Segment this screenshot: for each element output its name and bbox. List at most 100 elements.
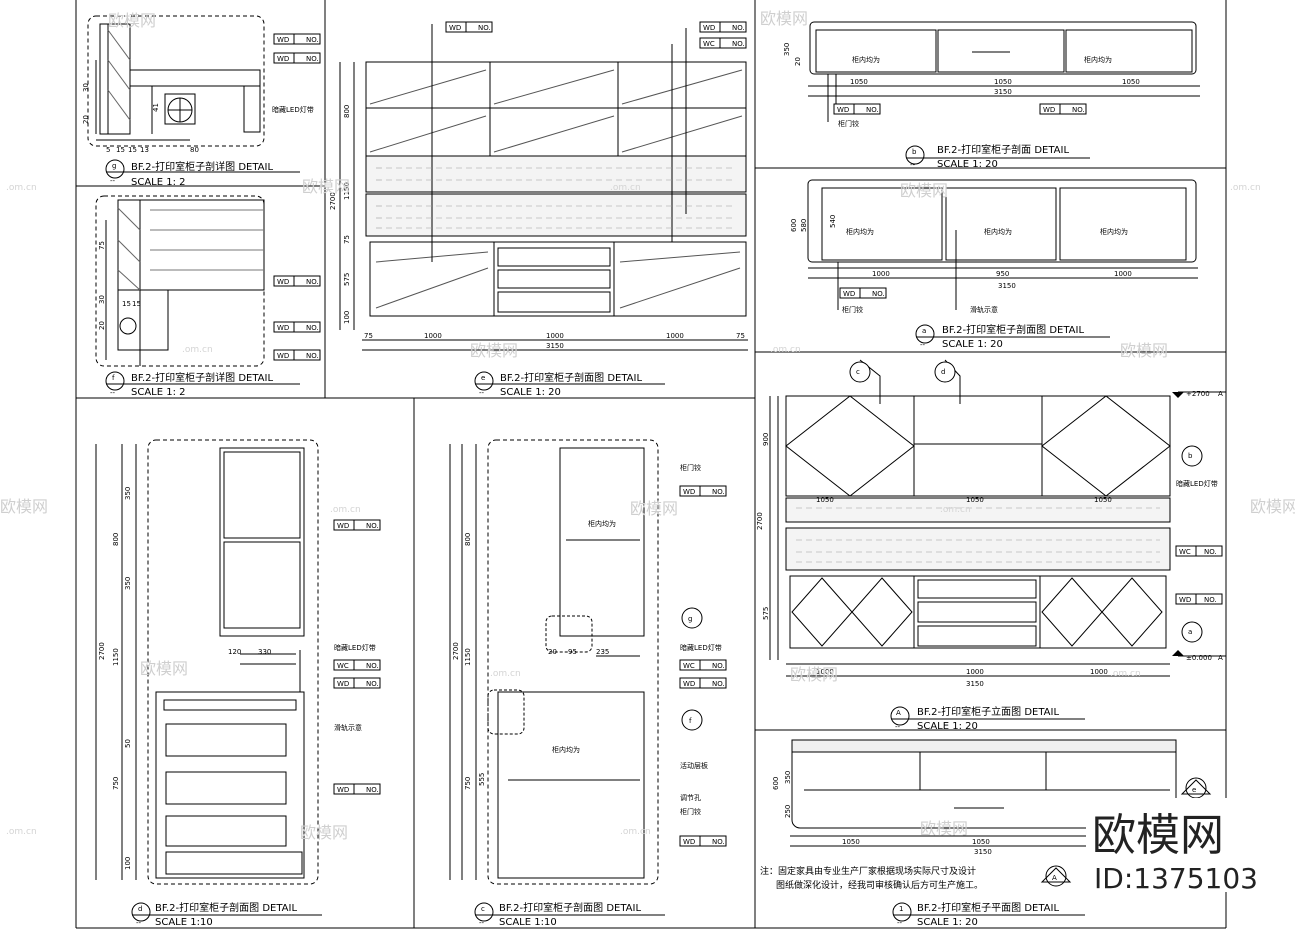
- wm-1: 欧模网: [108, 11, 156, 30]
- c-marker-f: f: [689, 717, 692, 725]
- tag-d3-code: WD: [337, 680, 349, 688]
- tag-c4: [679, 835, 727, 847]
- tag-d4-code: WD: [337, 786, 349, 794]
- panel-A-drawing: [769, 359, 1226, 677]
- d-dim-2700: 2700: [98, 642, 106, 660]
- g-dim-20: 20: [82, 115, 90, 124]
- tag-e1-code: WD: [449, 24, 461, 32]
- model-id: ID:1375103: [1094, 862, 1258, 895]
- tag-d1-code: WD: [337, 522, 349, 530]
- A-dim-3150: 3150: [966, 680, 984, 688]
- g-dim-80: 80: [190, 146, 199, 154]
- tag-c2: [679, 659, 727, 671]
- wm-12: 欧模网: [300, 823, 348, 842]
- d-dim-750: 750: [112, 777, 120, 790]
- tag-d2-code: WC: [337, 662, 349, 670]
- c-scale: SCALE 1:10: [499, 917, 557, 928]
- b-dim-350: 350: [783, 43, 791, 56]
- wm-13: 欧模网: [920, 819, 968, 838]
- tag-A2: [1175, 593, 1223, 605]
- tag-A1-no: NO.: [1204, 548, 1217, 556]
- tag-e2: [699, 21, 747, 33]
- f-dim-15: 15: [122, 300, 131, 308]
- wm-site-4: .om.cn: [182, 345, 213, 355]
- panel-b-drawing: [808, 21, 1200, 122]
- tag-b1-no: NO.: [866, 106, 879, 114]
- tag-c4-no: NO.: [712, 838, 725, 846]
- A-elev-top: +2700: [1186, 390, 1210, 398]
- tag-c3-code: WD: [683, 680, 695, 688]
- e-dim-100: 100: [343, 311, 351, 324]
- wm-7: 欧模网: [0, 497, 48, 516]
- tag-b1-code: WD: [837, 106, 849, 114]
- A-marker-c: c: [856, 368, 860, 376]
- e-dim-75-left: 75: [364, 332, 373, 340]
- a-dim-540: 540: [829, 215, 837, 228]
- tag-g1-no: NO.: [306, 36, 319, 44]
- tag-f2-code: WD: [277, 324, 289, 332]
- g-dash: --: [110, 177, 116, 185]
- g-dim-41: 41: [152, 103, 160, 112]
- wm-4: 欧模网: [900, 181, 948, 200]
- material-tags: [273, 21, 1223, 847]
- tag-f1-code: WD: [277, 278, 289, 286]
- A-marker-d: d: [941, 368, 945, 376]
- wm-site-10: .om.cn: [6, 827, 37, 837]
- a-door-note-1: 柜内均为: [846, 227, 874, 236]
- tag-d3-no: NO.: [366, 680, 379, 688]
- p1-tag: 1: [899, 905, 903, 913]
- e-dim-3150: 3150: [546, 342, 564, 350]
- e-dash: --: [479, 389, 485, 397]
- tag-b2-no: NO.: [1072, 106, 1085, 114]
- e-dim-75: 75: [343, 235, 351, 244]
- d-dim-50a: 50: [124, 739, 132, 748]
- A-dim-2700: 2700: [756, 512, 764, 530]
- wm-8: 欧模网: [630, 499, 678, 518]
- c-tag: c: [481, 905, 485, 913]
- a-dim-3150: 3150: [998, 282, 1016, 290]
- e-dim-1000-c: 1000: [666, 332, 684, 340]
- b-title: BF.2-打印室柜子剖面 DETAIL: [937, 143, 1069, 156]
- e-dim-1000-a: 1000: [424, 332, 442, 340]
- tag-c1-code: WD: [683, 488, 695, 496]
- panel-f-drawing: [95, 195, 265, 367]
- e-scale: SCALE 1: 20: [500, 387, 561, 398]
- c-hinge-label: 柜门铰: [680, 463, 701, 472]
- wm-3: 欧模网: [302, 177, 350, 196]
- title-underlines: [106, 157, 1110, 916]
- f-dim-75: 75: [98, 241, 106, 250]
- A-scale: SCALE 1: 20: [917, 721, 978, 732]
- b-tag: b: [912, 148, 917, 156]
- p1-marker-e: e: [1192, 786, 1196, 794]
- e-dim-1000-b: 1000: [546, 332, 564, 340]
- tag-c1: [679, 485, 727, 497]
- f-dim-20: 20: [98, 321, 106, 330]
- d-led-label: 暗藏LED灯带: [334, 643, 376, 652]
- b-dim-1050b: 1050: [994, 78, 1012, 86]
- a-dim-580: 580: [800, 219, 808, 232]
- d-title: BF.2-打印室柜子剖面图 DETAIL: [155, 901, 297, 914]
- a-dim-1000b: 1000: [1114, 270, 1132, 278]
- b-dim-3150: 3150: [994, 88, 1012, 96]
- a-title: BF.2-打印室柜子剖面图 DETAIL: [942, 323, 1084, 336]
- A-elev-top-suffix: A: [1218, 390, 1223, 398]
- tag-a1-no: NO.: [872, 290, 885, 298]
- tag-d1: [333, 519, 381, 531]
- panel-a-drawing: [807, 179, 1198, 310]
- f-dash: --: [110, 389, 116, 397]
- p1-scale: SCALE 1: 20: [917, 917, 978, 928]
- panel-A-hatch: [796, 507, 1160, 563]
- tag-A2-code: WD: [1179, 596, 1191, 604]
- tag-c3: [679, 677, 727, 689]
- tag-e3-no: NO.: [732, 40, 745, 48]
- A-title: BF.2-打印室柜子立面图 DETAIL: [917, 705, 1059, 718]
- c-dim-95: 95: [568, 648, 577, 656]
- material-tag-texts: WD NO. WD NO. WD NO. WD NO. WD NO. WD NO. WD NO…: [277, 24, 1217, 846]
- wm-site-2: .om.cn: [610, 183, 641, 193]
- tag-e3-code: WC: [703, 40, 715, 48]
- tag-f3-code: WD: [277, 352, 289, 360]
- d-dim-800: 800: [112, 533, 120, 546]
- wm-site-3: .om.cn: [1230, 183, 1261, 193]
